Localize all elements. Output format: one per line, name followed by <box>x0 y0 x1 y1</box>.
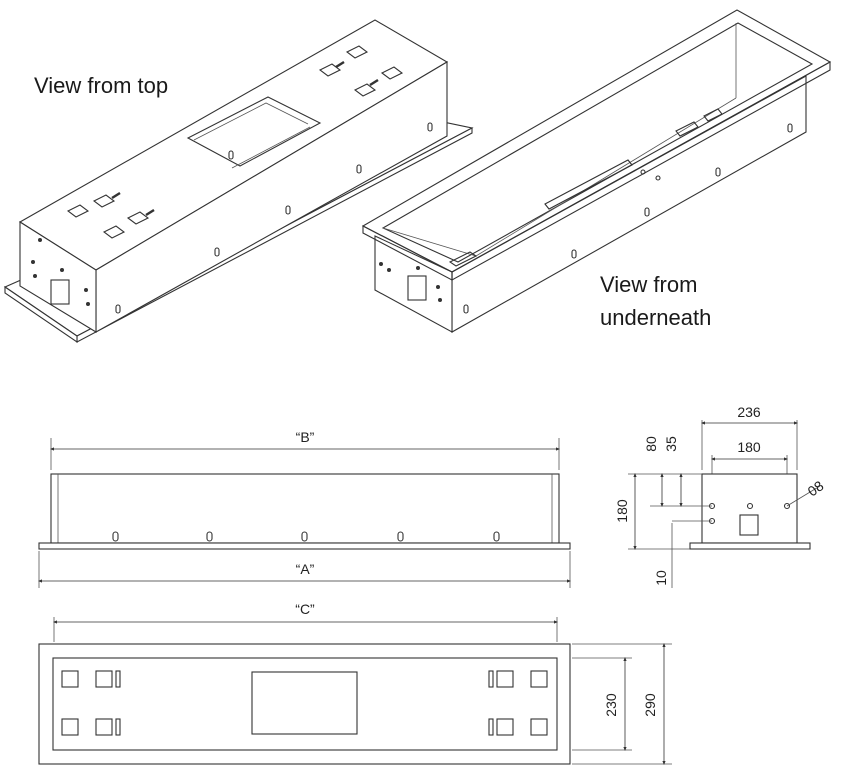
dim-label-b: “B” <box>296 429 315 445</box>
dim-label-a: “A” <box>296 561 315 577</box>
inner-slot <box>675 121 699 137</box>
caption-view-from-underneath-2: underneath <box>600 305 711 330</box>
right-cutouts <box>318 45 404 97</box>
plan-left-cutouts <box>61 670 121 736</box>
box-end-face <box>19 221 97 333</box>
flange-side-edge <box>4 285 78 344</box>
body-end-face <box>374 235 453 333</box>
opening-inner-edge <box>193 102 309 141</box>
end-elevation: 236 180 08 180 80 35 10 <box>614 404 827 588</box>
front-slots <box>115 122 433 314</box>
dim-label-290: 290 <box>642 693 658 717</box>
plan-inner <box>52 657 558 751</box>
inner-slot-2 <box>703 108 723 122</box>
left-cutouts <box>66 191 155 239</box>
elevation-body <box>50 473 560 544</box>
dim-label-35: 35 <box>663 436 679 452</box>
dim-label-10: 10 <box>653 570 669 586</box>
opening-rail <box>231 126 311 169</box>
plan-view: “C” 230 290 <box>38 601 672 765</box>
end-flange <box>689 542 811 550</box>
under-front-slots <box>463 123 793 314</box>
inner-floor-line <box>475 97 737 257</box>
dim-label-c: “C” <box>295 601 315 617</box>
plan-outer <box>38 643 571 765</box>
inner-corner-slot <box>448 251 478 267</box>
side-elevation: “B” “A” <box>38 429 571 588</box>
plan-center-opening <box>251 671 358 735</box>
inner-floor-edge <box>382 227 477 257</box>
caption-view-from-underneath-1: View from <box>600 272 697 297</box>
iso-top-view <box>3 19 474 344</box>
dim-label-180-h: 180 <box>614 499 630 523</box>
dim-label-236: 236 <box>737 404 761 420</box>
elevation-flange <box>38 542 571 550</box>
caption-view-from-top: View from top <box>34 73 168 98</box>
under-end-details <box>379 262 442 302</box>
end-cutout <box>739 514 759 536</box>
plan-right-cutouts <box>488 670 548 736</box>
inner-rail <box>544 159 633 210</box>
dim-label-230: 230 <box>603 693 619 717</box>
center-opening <box>186 96 322 167</box>
end-face-details <box>31 238 90 306</box>
dim-label-180-w: 180 <box>737 439 761 455</box>
elevation-slots <box>112 531 500 542</box>
rim-inner <box>381 22 814 263</box>
rim-edge-end <box>362 225 453 281</box>
dim-label-80: 80 <box>643 436 659 452</box>
iso-underneath-view <box>361 9 832 333</box>
dim-label-08: 08 <box>805 477 827 499</box>
